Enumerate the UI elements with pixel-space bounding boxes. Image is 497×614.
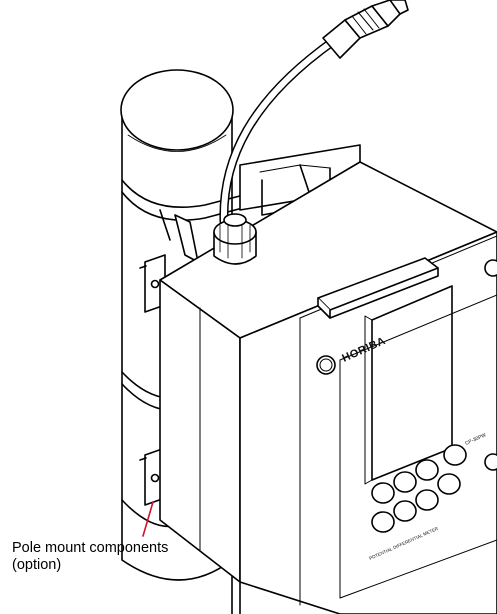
button-3 (415, 459, 439, 481)
callout-label: Pole mount components (option) (12, 540, 168, 574)
button-8 (437, 473, 461, 495)
callout-label-line2: (option) (12, 557, 62, 573)
keypad (371, 444, 467, 533)
button-6 (393, 500, 417, 522)
button-2 (393, 471, 417, 493)
callout-line (142, 501, 154, 537)
button-5 (371, 511, 395, 533)
connector-plug (322, 0, 409, 59)
corner-screw-top-right (484, 259, 497, 277)
top-handle (317, 257, 439, 319)
cable (219, 35, 340, 227)
button-1 (371, 482, 395, 504)
cable-gland (213, 213, 257, 265)
button-4 (443, 444, 467, 466)
upper-strap (121, 157, 351, 263)
callout-label-line1: Pole mount components (12, 540, 169, 556)
button-7 (415, 489, 439, 511)
corner-screw-bottom-right (484, 453, 497, 471)
